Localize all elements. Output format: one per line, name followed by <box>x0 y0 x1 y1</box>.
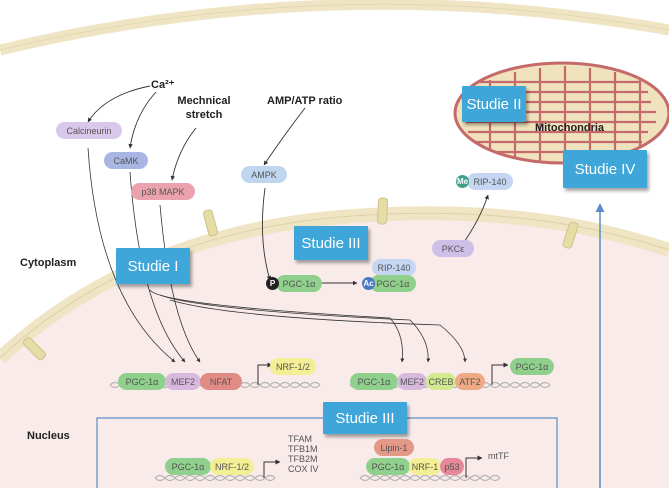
stretch-line2: stretch <box>185 109 223 121</box>
p38-mapk-node: p38 MAPK <box>131 183 195 200</box>
p2-factor-atf2: ATF2 <box>455 373 485 390</box>
p3-target-tfb1m: TFB1M <box>288 444 318 454</box>
camk-node: CaMK <box>104 152 148 169</box>
mechanical-stretch-label: Mechnical stretch <box>168 94 240 122</box>
stretch-line1: Mechnical <box>177 95 231 107</box>
pgc1a-phospho-node: PGC-1α <box>276 275 322 292</box>
phospho-mark: P <box>266 277 279 290</box>
p1-factor-pgc1a: PGC-1α <box>118 373 166 390</box>
study-iii-cyto-box: Studie III <box>294 226 368 260</box>
nuclear-pores <box>22 197 579 361</box>
p2-factor-creb: CREB <box>426 373 456 390</box>
p3-target-list: TFAM TFB1M TFB2M COX IV <box>288 434 319 474</box>
p2-target-pgc1a: PGC-1α <box>510 358 554 375</box>
p4-factor-pgc1a: PGC-1α <box>366 458 410 475</box>
study-ii-box: Studie II <box>462 86 526 122</box>
p1-factor-nfat: NFAT <box>200 373 242 390</box>
pgc1a-acetyl-node: PGC-1α <box>370 275 416 292</box>
cytoplasm-label: Cytoplasm <box>20 257 77 269</box>
calcium-label: Ca²⁺ <box>151 79 175 91</box>
p3-factor-pgc1a: PGC-1α <box>165 458 211 475</box>
p2-factor-mef2: MEF2 <box>397 373 427 390</box>
rip140-top-node: RIP-140 <box>467 173 513 190</box>
p2-factor-pgc1a: PGC-1α <box>350 373 398 390</box>
p4-lipin1: Lipin-1 <box>374 439 414 456</box>
p4-factor-nrf1: NRF-1 <box>409 458 441 475</box>
p4-target-mttf: mtTF <box>488 451 509 461</box>
p4-factor-p53: p53 <box>440 458 464 475</box>
nucleus-label: Nucleus <box>27 430 70 442</box>
acetyl-mark: Ac <box>362 277 375 290</box>
p3-target-cox4: COX IV <box>288 464 319 474</box>
ampk-node: AMPK <box>241 166 287 183</box>
cell-membrane <box>0 0 669 56</box>
p1-factor-mef2: MEF2 <box>165 373 201 390</box>
p1-target-nrf: NRF-1/2 <box>270 358 316 375</box>
study-i-box: Studie I <box>116 248 190 284</box>
p3-target-tfam: TFAM <box>288 434 312 444</box>
pkce-node: PKCε <box>432 240 474 257</box>
calcineurin-node: Calcineurin <box>56 122 122 139</box>
p3-target-tfb2m: TFB2M <box>288 454 318 464</box>
mitochondria-label: Mitochondria <box>535 122 605 134</box>
study-iv-box: Studie IV <box>563 150 647 188</box>
study-iii-nucleus-box: Studie III <box>323 402 407 434</box>
amp-atp-label: AMP/ATP ratio <box>267 95 343 107</box>
methyl-mark: Me <box>456 175 469 188</box>
rip140-mid-node: RIP-140 <box>372 259 416 276</box>
p3-factor-nrf: NRF-1/2 <box>210 458 254 475</box>
